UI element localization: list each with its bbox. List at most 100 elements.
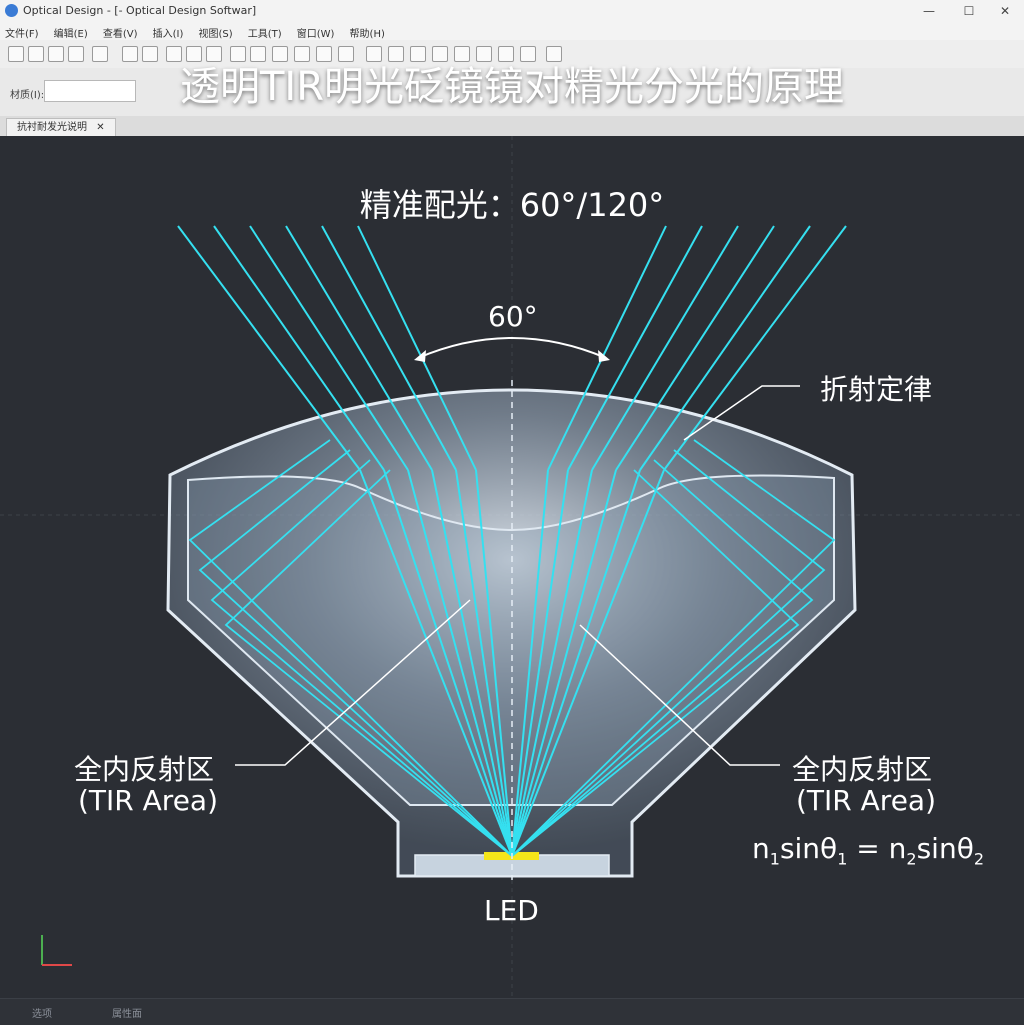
tir-right-leader-line (579, 624, 780, 766)
zoom-icon[interactable] (476, 46, 492, 62)
menu-edit[interactable]: 编辑(E) (53, 29, 88, 40)
ray (639, 225, 811, 471)
settings-icon[interactable] (520, 46, 536, 62)
ray (511, 469, 800, 857)
window-title: Optical Design - [- Optical Design Softw… (23, 4, 257, 17)
tir-right-label-zh: 全内反射区 (792, 753, 933, 786)
ray-trace-icon[interactable] (410, 46, 426, 62)
status-tab-options[interactable]: 选项 (32, 1009, 52, 1020)
formula-sub-theta1: 1 (837, 849, 848, 869)
formula-sub-2: 2 (906, 849, 917, 869)
toolbar (0, 40, 1024, 69)
ray (357, 225, 477, 471)
cut-icon[interactable] (166, 46, 182, 62)
tir-left-leader-line (235, 599, 471, 766)
refraction-label: 折射定律 (820, 373, 933, 406)
undo-icon[interactable] (122, 46, 138, 62)
copy-icon[interactable] (186, 46, 202, 62)
tab-close-icon[interactable]: ✕ (96, 122, 105, 133)
ray-bundle-tir (188, 439, 836, 857)
ray (455, 469, 513, 857)
angle-arrow-right-icon (598, 350, 610, 362)
menu-help[interactable]: 帮助(H) (349, 29, 385, 40)
menu-tools[interactable]: 工具(T) (247, 29, 282, 40)
ray-bundle-upper (177, 225, 847, 471)
menu-view[interactable]: 查看(V) (102, 29, 138, 40)
status-tab-properties[interactable]: 属性面 (112, 1009, 142, 1020)
tir-left-label-en: (TIR Area) (78, 784, 218, 817)
document-tab-label: 抗衬耐发光说明 (17, 122, 87, 133)
ray (431, 469, 513, 857)
pencil-icon[interactable] (250, 46, 266, 62)
tir-left-label-zh: 全内反射区 (74, 753, 215, 786)
angle-arc (417, 337, 607, 359)
formula-sub-theta2: 2 (973, 849, 985, 869)
diagram-subtitle: 精准配光：60°/120° (359, 186, 665, 224)
ray (511, 469, 569, 857)
ray (285, 225, 433, 471)
menu-bar: 文件(F) 编辑(E) 查看(V) 插入(I) 视图(S) 工具(T) 窗口(W… (0, 22, 1024, 40)
ray (383, 469, 513, 857)
ray (547, 225, 667, 471)
minimize-button[interactable]: — (923, 4, 935, 18)
grid-icon[interactable] (454, 46, 470, 62)
menu-file[interactable]: 文件(F) (5, 29, 39, 40)
lens-inner-cavity (187, 474, 835, 806)
app-logo-icon (5, 4, 18, 17)
line-tool-icon[interactable] (294, 46, 310, 62)
globe-icon[interactable] (546, 46, 562, 62)
ray (511, 459, 814, 857)
ray (511, 469, 641, 857)
ray (591, 225, 739, 471)
ray (511, 469, 617, 857)
material-input[interactable] (44, 80, 136, 102)
close-button[interactable]: ✕ (999, 4, 1011, 18)
ray (198, 449, 513, 857)
cursor-icon[interactable] (230, 46, 246, 62)
ray (663, 225, 847, 471)
select-arrow-icon[interactable] (272, 46, 288, 62)
rectangle-icon[interactable] (366, 46, 382, 62)
layers-icon[interactable] (498, 46, 514, 62)
maximize-button[interactable]: ☐ (963, 4, 975, 18)
ray (475, 469, 513, 857)
tir-right-label-en: (TIR Area) (796, 784, 936, 817)
refraction-leader-line (683, 385, 800, 441)
save-icon[interactable] (48, 46, 64, 62)
status-bar: 选项 属性面 (0, 998, 1024, 1025)
export-icon[interactable] (92, 46, 108, 62)
ray (511, 469, 549, 857)
ray (321, 225, 457, 471)
menu-window[interactable]: 窗口(W) (296, 29, 335, 40)
formula-sub-1: 1 (769, 849, 780, 869)
pen-icon[interactable] (316, 46, 332, 62)
ray (213, 225, 385, 471)
ray (511, 469, 593, 857)
paste-icon[interactable] (206, 46, 222, 62)
formula-sin2: sinθ (916, 832, 974, 865)
lens-icon[interactable] (432, 46, 448, 62)
menu-insert[interactable]: 插入(I) (152, 29, 184, 40)
ray (615, 225, 775, 471)
angle-label: 60° (488, 300, 538, 333)
redo-icon[interactable] (142, 46, 158, 62)
formula-eq: = n (847, 832, 907, 865)
formula-n1: n (752, 832, 770, 865)
measure-icon[interactable] (338, 46, 354, 62)
formula-sin1: sinθ (779, 832, 838, 865)
new-file-icon[interactable] (8, 46, 24, 62)
open-folder-icon[interactable] (28, 46, 44, 62)
ray (407, 469, 513, 857)
ray (224, 469, 513, 857)
chart-icon[interactable] (388, 46, 404, 62)
ray (511, 449, 826, 857)
snell-formula: n1sinθ1 = n2sinθ2 (752, 832, 984, 869)
menu-view-s[interactable]: 视图(S) (198, 29, 233, 40)
ray (359, 469, 513, 857)
diagram-heading: 透明TIR明光砭镜镜对精光分光的原理 (179, 64, 845, 110)
document-tab[interactable]: 抗衬耐发光说明 ✕ (6, 118, 116, 137)
ray (177, 225, 361, 471)
document-tab-strip: 抗衬耐发光说明 ✕ (0, 116, 1024, 137)
print-icon[interactable] (68, 46, 84, 62)
